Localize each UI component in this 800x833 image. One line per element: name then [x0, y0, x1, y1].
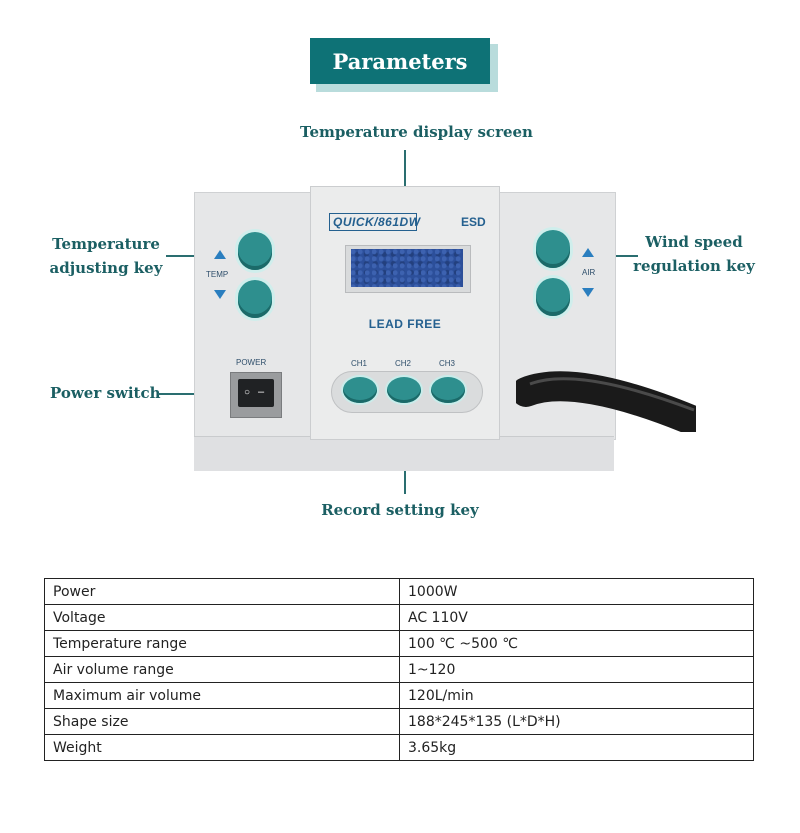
callout-temperature-key-line1: Temperature: [52, 235, 160, 253]
callout-wind-key-line1: Wind speed: [645, 233, 743, 251]
spec-key: Air volume range: [44, 656, 400, 683]
spec-key: Maximum air volume: [44, 682, 400, 709]
spec-value: 188*245*135 (L*D*H): [399, 708, 754, 735]
temperature-up-button[interactable]: [238, 232, 272, 270]
callout-wind-key: Wind speed regulation key: [632, 230, 756, 278]
spec-key: Weight: [44, 734, 400, 761]
hot-air-station: QUICK/861DW ESD LEAD FREE CH1 CH2 CH3 TE…: [194, 186, 696, 471]
spec-value: AC 110V: [399, 604, 754, 631]
spec-value: 120L/min: [399, 682, 754, 709]
spec-key: Voltage: [44, 604, 400, 631]
callout-power-switch: Power switch: [50, 384, 161, 402]
spec-value: 1000W: [399, 578, 754, 605]
temperature-down-button[interactable]: [238, 280, 272, 318]
temp-label: TEMP: [206, 270, 229, 279]
spec-key: Shape size: [44, 708, 400, 735]
temp-down-indicator-icon: [214, 290, 226, 299]
spec-value: 100 ℃ ~500 ℃: [399, 630, 754, 657]
air-up-indicator-icon: [582, 248, 594, 257]
callout-display-screen: Temperature display screen: [300, 123, 533, 141]
temperature-display: [351, 249, 463, 287]
esd-label: ESD: [461, 215, 486, 229]
power-on-mark-icon: –: [258, 386, 265, 398]
air-down-button[interactable]: [536, 278, 570, 316]
brand-frame: [329, 213, 417, 231]
power-off-mark-icon: ○: [244, 387, 251, 398]
spec-key: Power: [44, 578, 400, 605]
brand-label: QUICK/861DW: [333, 215, 421, 229]
page-title: Parameters: [310, 38, 490, 84]
ch3-button[interactable]: [431, 377, 465, 403]
temp-up-indicator-icon: [214, 250, 226, 259]
callout-temperature-key: Temperature adjusting key: [44, 232, 168, 280]
center-panel: QUICK/861DW ESD LEAD FREE CH1 CH2 CH3: [310, 186, 500, 440]
lead-free-label: LEAD FREE: [368, 317, 442, 331]
callout-temperature-key-line2: adjusting key: [49, 259, 163, 277]
power-switch[interactable]: [238, 379, 274, 407]
spec-value: 3.65kg: [399, 734, 754, 761]
air-down-indicator-icon: [582, 288, 594, 297]
air-up-button[interactable]: [536, 230, 570, 268]
callout-record-key: Record setting key: [321, 501, 479, 519]
ch1-button[interactable]: [343, 377, 377, 403]
ch2-button[interactable]: [387, 377, 421, 403]
ch3-label: CH3: [439, 359, 456, 368]
air-label: AIR: [582, 268, 596, 277]
callout-wind-key-line2: regulation key: [633, 257, 755, 275]
spec-key: Temperature range: [44, 630, 400, 657]
ch1-label: CH1: [351, 359, 368, 368]
ch2-label: CH2: [395, 359, 412, 368]
power-label: POWER: [236, 358, 267, 367]
front-base: [194, 436, 614, 471]
air-hose: [516, 371, 696, 432]
spec-value: 1~120: [399, 656, 754, 683]
